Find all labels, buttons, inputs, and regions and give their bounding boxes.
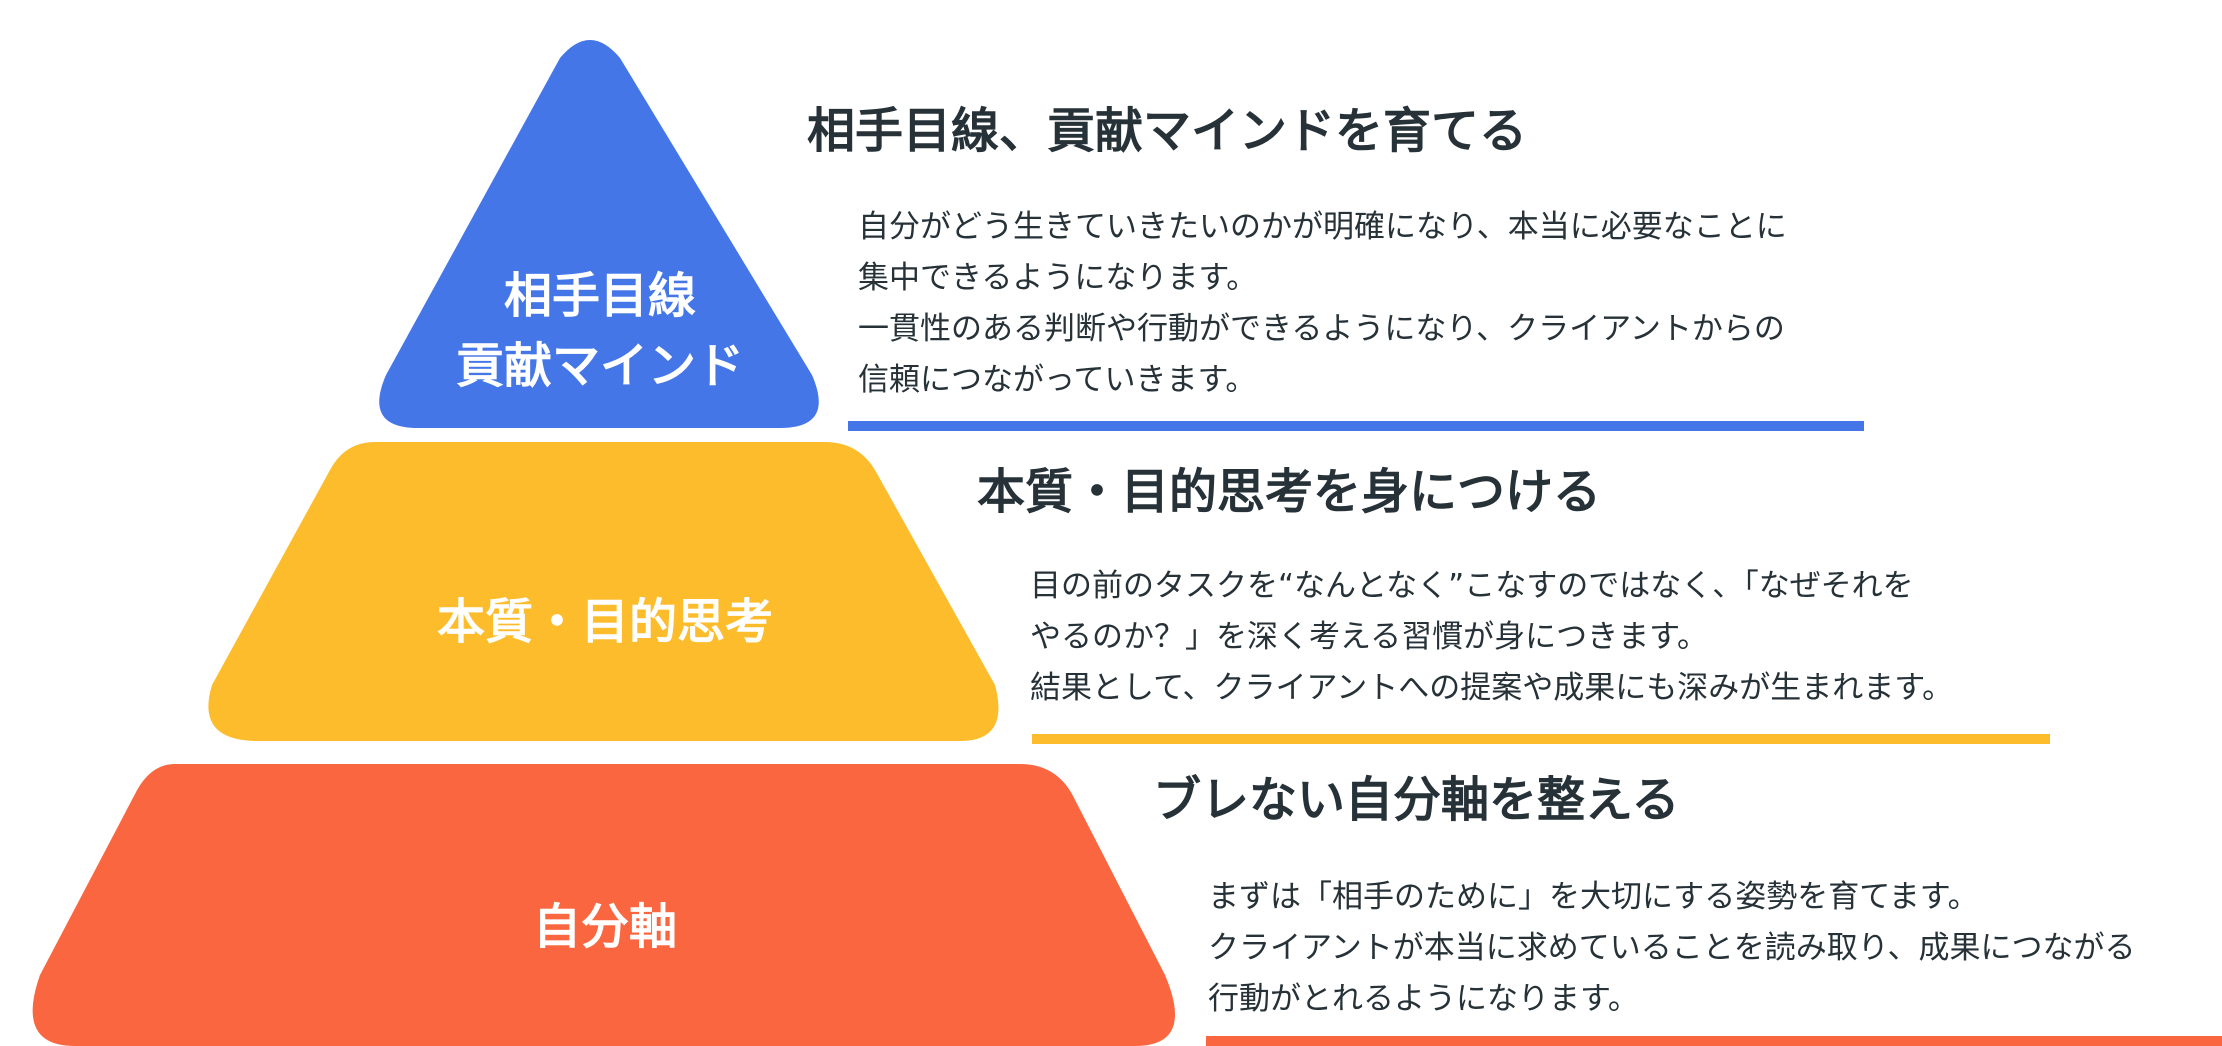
tier-top-label: 相手目線 貢献マインド xyxy=(400,262,800,401)
tier-top-underline xyxy=(848,421,1864,431)
description-line: 自分がどう生きていきたいのかが明確になり、本当に必要なことに xyxy=(858,209,1787,245)
tier-middle-underline xyxy=(1032,734,2050,744)
description-line: 行動がとれるようになります。 xyxy=(1208,981,1639,1017)
tier-bottom-underline xyxy=(1206,1036,2222,1046)
pyramid-tier-top xyxy=(379,40,819,428)
description-line: 集中できるようになります。 xyxy=(858,260,1258,296)
tier-middle-heading: 本質・目的思考を身につける xyxy=(977,464,1602,520)
pyramid-tier-middle xyxy=(208,442,999,741)
description-line: やるのか？」を深く考える習慣が身につきます。 xyxy=(1030,619,1708,655)
description-line: 結果として、クライアントへの提案や成果にも深みが生まれます。 xyxy=(1030,670,1954,706)
description-line: 目の前のタスクを“なんとなく”こなすのではなく、「なぜそれを xyxy=(1030,568,1914,604)
tier-top-heading: 相手目線、貢献マインドを育てる xyxy=(807,103,1528,159)
tier-middle-label-line: 本質・目的思考 xyxy=(436,594,773,650)
tier-top-label-line: 相手目線 xyxy=(503,268,696,324)
tier-middle-description: 目の前のタスクを“なんとなく”こなすのではなく、「なぜそれを やるのか？」を深く… xyxy=(1030,561,1953,714)
tier-bottom-description: まずは「相手のために」を大切にする姿勢を育てます。 クライアントが本当に求めてい… xyxy=(1208,872,2136,1025)
tier-top-label-line: 貢献マインド xyxy=(455,337,744,394)
tier-top-description: 自分がどう生きていきたいのかが明確になり、本当に必要なことに 集中できるようにな… xyxy=(858,202,1787,406)
description-line: 一貫性のある判断や行動ができるようになり、クライアントからの xyxy=(858,311,1785,347)
tier-bottom-heading: ブレない自分軸を整える xyxy=(1153,772,1680,828)
description-line: まずは「相手のために」を大切にする姿勢を育てます。 xyxy=(1208,879,1979,915)
tier-bottom-label: 自分軸 xyxy=(405,893,805,963)
tier-bottom-label-line: 自分軸 xyxy=(532,899,677,955)
description-line: 信頼につながっていきます。 xyxy=(858,362,1257,398)
pyramid-tier-bottom xyxy=(32,764,1175,1046)
description-line: クライアントが本当に求めていることを読み取り、成果につながる xyxy=(1208,930,2136,966)
tier-middle-label: 本質・目的思考 xyxy=(405,588,805,658)
